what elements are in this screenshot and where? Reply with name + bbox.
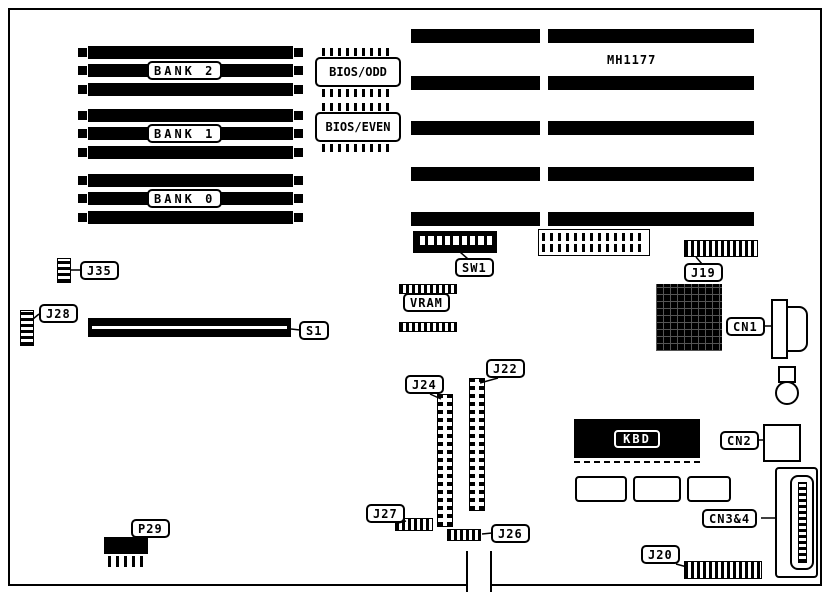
isa-slot: [411, 76, 540, 90]
kbd-chip: KBD: [574, 419, 700, 458]
simm-slot: [78, 46, 303, 59]
p29-pins: [108, 556, 144, 567]
simm-slot: [78, 211, 303, 224]
chip-pins: [322, 89, 394, 97]
j20-label: J20: [641, 545, 680, 564]
simm-slot: [78, 83, 303, 96]
bank-1-label: BANK 1: [147, 124, 223, 143]
cn3-4-connector: [775, 467, 818, 578]
j20-connector: [684, 561, 762, 579]
simm-slot: [78, 109, 303, 122]
dip-switch-cell: [428, 236, 434, 245]
j28-label: J28: [39, 304, 78, 323]
cn3-4-pins: [798, 482, 807, 563]
sw1-dip-switch: [413, 231, 497, 253]
s1-label: S1: [299, 321, 330, 340]
isa-slot: [548, 167, 754, 181]
chip-pins: [322, 103, 394, 111]
isa-slot: [411, 167, 540, 181]
simm-slot: [78, 174, 303, 187]
dip-switch-cell: [453, 236, 459, 245]
dip-switch-cell: [420, 236, 426, 245]
dip-switch-cell: [436, 236, 442, 245]
chip-pins: [322, 144, 394, 152]
cn2-label: CN2: [720, 431, 759, 450]
j26-label: J26: [491, 524, 530, 543]
j22-connector: [469, 378, 485, 511]
kbd-label: KBD: [614, 429, 660, 448]
j28-connector: [20, 310, 34, 346]
j19-connector: [684, 240, 758, 257]
isa-slot: [548, 121, 754, 135]
s1-slot: [88, 318, 291, 337]
j24-label: J24: [405, 375, 444, 394]
chip-pins: [322, 48, 394, 56]
serial-port-dsub: [786, 306, 808, 352]
component-outline: [687, 476, 731, 502]
pin-row: [542, 233, 646, 241]
isa-slot: [411, 29, 540, 43]
simm-slot: [78, 146, 303, 159]
cn1-label: CN1: [726, 317, 765, 336]
isa-slot: [411, 121, 540, 135]
vram-label: VRAM: [403, 293, 450, 312]
j27-label: J27: [366, 504, 405, 523]
j35-label: J35: [80, 261, 119, 280]
component-outline: [575, 476, 627, 502]
component-outline: [633, 476, 681, 502]
dip-switch-cell: [478, 236, 484, 245]
dip-switch-cell: [486, 236, 492, 245]
bank-0-label: BANK 0: [147, 189, 223, 208]
part-number-label: MH1177: [607, 53, 657, 67]
dip-switch-cell: [444, 236, 451, 245]
dip-switch-cell: [461, 236, 467, 245]
isa-slot: [548, 212, 754, 226]
dip-switch-cell: [469, 236, 476, 245]
j22-label: J22: [486, 359, 525, 378]
bios-even-chip: BIOS/EVEN: [315, 112, 401, 142]
p29-body: [104, 537, 148, 554]
isa-slot: [548, 76, 754, 90]
j24-connector: [437, 394, 453, 527]
isa-slot: [411, 212, 540, 226]
bank-2-label: BANK 2: [147, 61, 223, 80]
vram-pins-bottom: [399, 322, 457, 332]
kbd-socket-line: [574, 461, 700, 463]
j26-connector: [447, 529, 481, 541]
din-port-circle: [775, 381, 799, 405]
board-notch: [466, 551, 492, 592]
j35-connector: [57, 258, 71, 283]
cn3-4-label: CN3&4: [702, 509, 758, 528]
j19-label: J19: [684, 263, 723, 282]
pin-row: [542, 244, 646, 252]
cn3-4-inner: [790, 475, 814, 570]
cn1-chip: [656, 284, 722, 351]
isa-slot: [548, 29, 754, 43]
s1-slot-groove: [92, 326, 287, 329]
sw1-label: SW1: [455, 258, 494, 277]
bios-odd-chip: BIOS/ODD: [315, 57, 401, 87]
p29-label: P29: [131, 519, 170, 538]
dual-row-pin-header: [538, 229, 650, 256]
cn2-connector: [763, 424, 801, 462]
